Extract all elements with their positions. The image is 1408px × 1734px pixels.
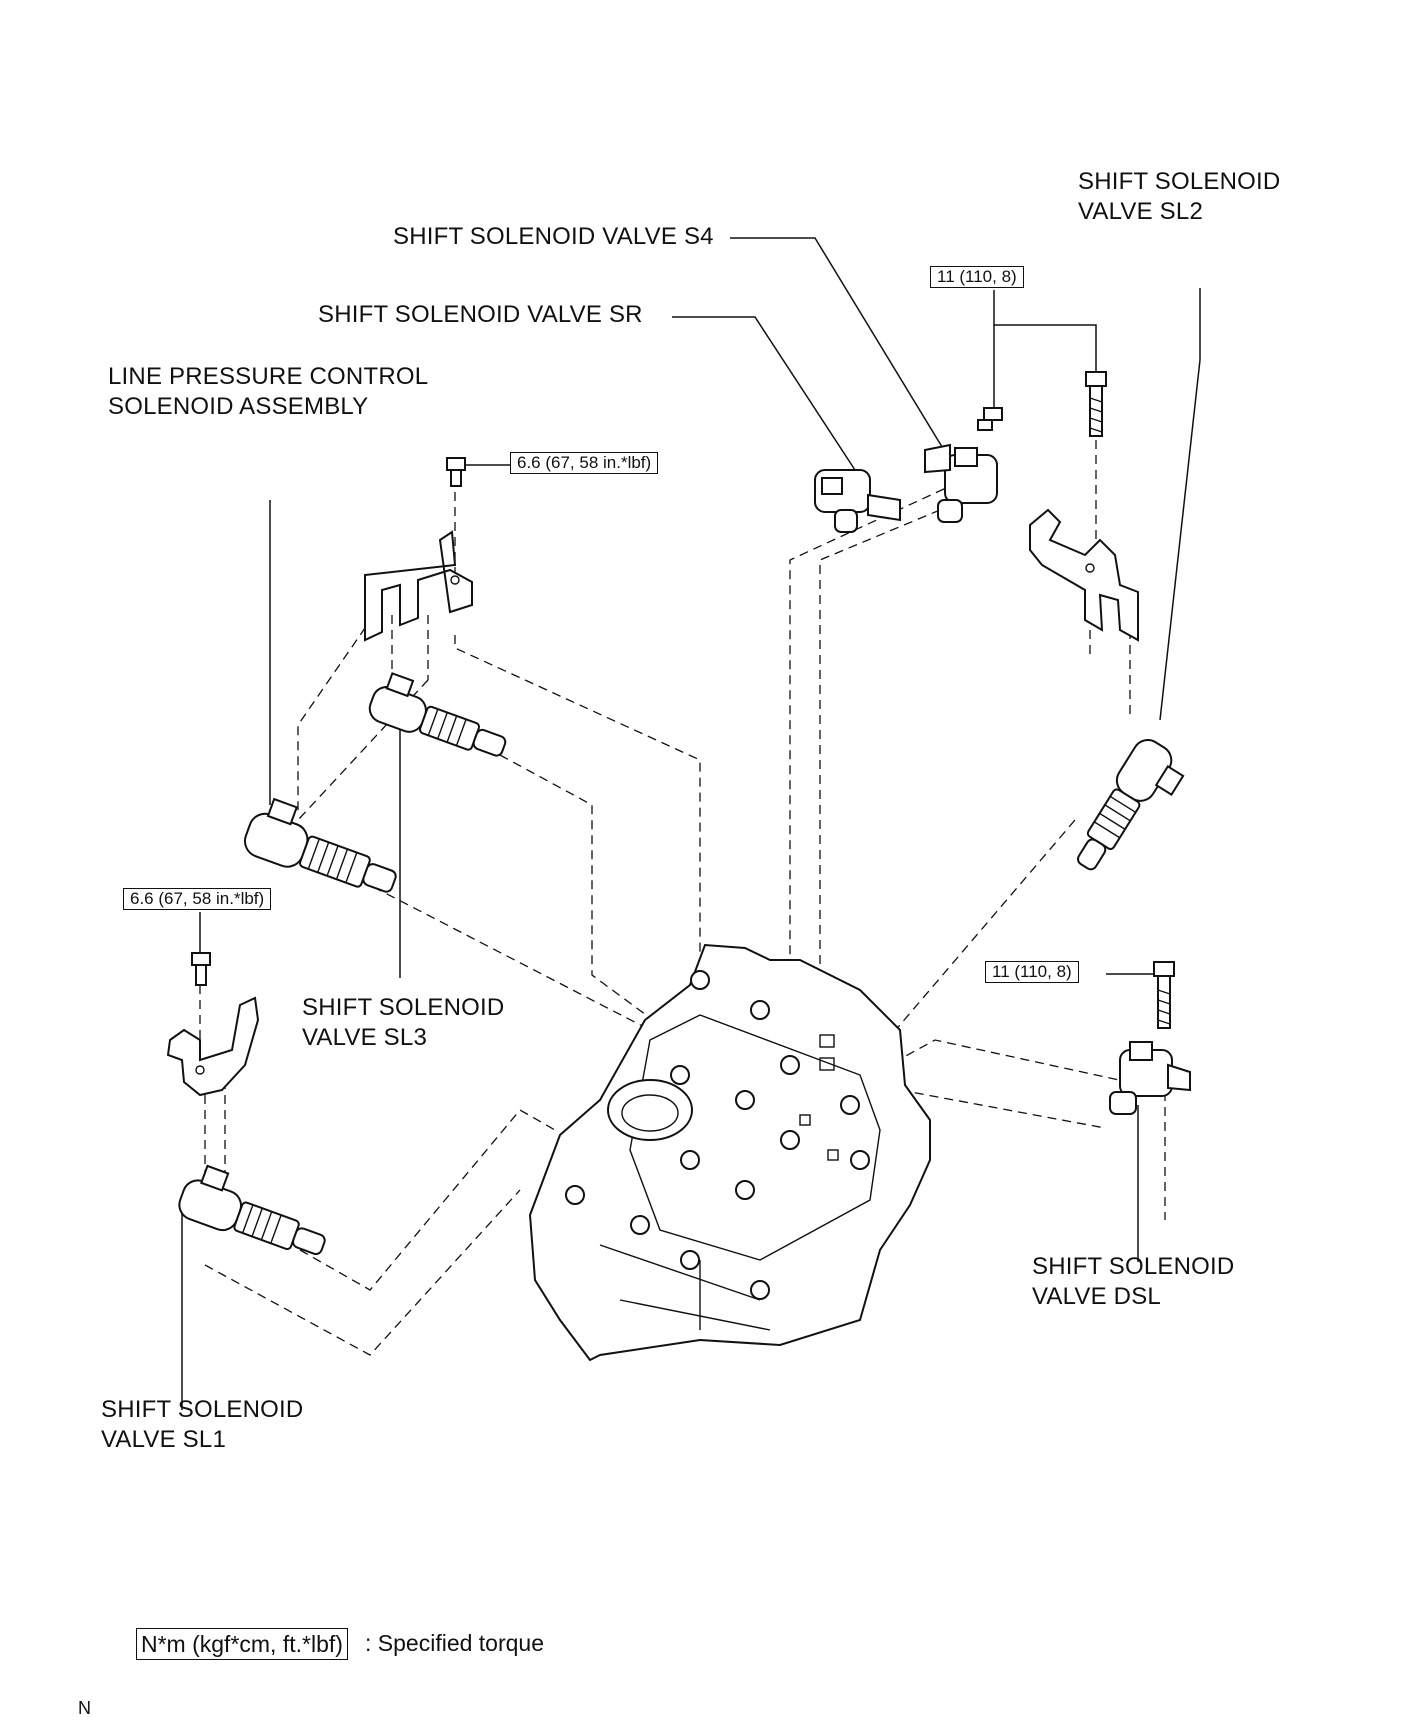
bolt-sl2-bracket (1085, 371, 1107, 437)
valve-body (528, 943, 931, 1362)
bolt-lower-left (191, 952, 211, 986)
bolt-top-left (446, 457, 466, 487)
torque-left-upper: 6.6 (67, 58 in.*lbf) (510, 452, 659, 474)
label-sl2-line2: VALVE SL2 (1078, 198, 1203, 225)
solenoid-line-pressure (243, 797, 397, 893)
solenoid-sl2 (1077, 739, 1185, 871)
label-line-pressure-line2: SOLENOID ASSEMBLY (108, 393, 369, 420)
label-sl1-line1: SHIFT SOLENOID (101, 1396, 304, 1423)
bolt-dsl (1153, 961, 1175, 1029)
bracket-upper-left (364, 530, 473, 642)
label-line-pressure-line1: LINE PRESSURE CONTROL (108, 363, 429, 390)
figure-code: N (78, 1698, 91, 1718)
label-sl3-line1: SHIFT SOLENOID (302, 994, 505, 1021)
label-dsl-line1: SHIFT SOLENOID (1032, 1253, 1235, 1280)
bracket-right (1029, 508, 1139, 642)
leader-sl2 (1159, 288, 1201, 721)
bracket-lower-left (166, 996, 260, 1097)
label-sr: SHIFT SOLENOID VALVE SR (318, 301, 643, 328)
label-dsl-line2: VALVE DSL (1032, 1283, 1161, 1310)
label-sl3-line2: VALVE SL3 (302, 1024, 427, 1051)
valve-body-bolts (565, 970, 870, 1300)
solenoid-sl1 (178, 1164, 326, 1256)
bolt-s4 (977, 407, 1003, 431)
solenoid-s4 (924, 443, 998, 523)
leader-s4 (730, 237, 951, 461)
torque-left-lower: 6.6 (67, 58 in.*lbf) (123, 888, 272, 910)
label-sl1-line2: VALVE SL1 (101, 1426, 226, 1453)
torque-top-bracket: 11 (110, 8) (930, 266, 1024, 288)
legend-description: : Specified torque (365, 1630, 545, 1656)
legend-unit-box: N*m (kgf*cm, ft.*lbf) (136, 1628, 348, 1660)
leader-torque-top (993, 290, 1097, 388)
label-s4: SHIFT SOLENOID VALVE S4 (393, 223, 714, 250)
torque-right-dsl: 11 (110, 8) (985, 961, 1079, 983)
leader-sr (672, 316, 856, 471)
leader-lines (181, 237, 1201, 1410)
label-sl2-line1: SHIFT SOLENOID (1078, 168, 1281, 195)
solenoid-dsl (1109, 1041, 1191, 1115)
solenoid-sl3 (368, 672, 507, 757)
solenoid-sr (814, 469, 901, 533)
